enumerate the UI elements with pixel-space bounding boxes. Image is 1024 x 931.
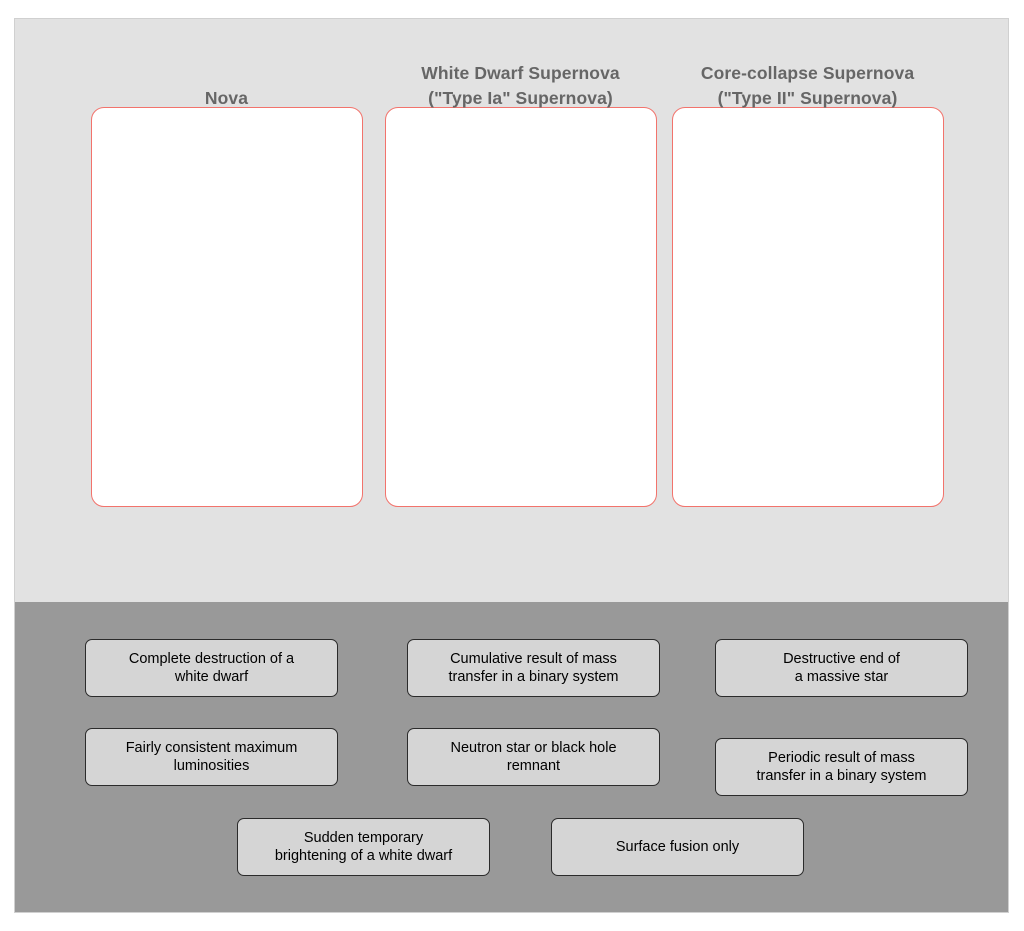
category-column-core-collapse-supernova: Core-collapse Supernova ("Type II" Super…	[672, 19, 944, 507]
answer-tile-fairly-consistent-maximum-luminosities[interactable]: Fairly consistent maximum luminosities	[85, 728, 338, 786]
drop-zone-nova[interactable]	[91, 107, 363, 507]
drop-zone-core-collapse-supernova[interactable]	[672, 107, 944, 507]
categories-panel: Nova White Dwarf Supernova ("Type Ia" Su…	[15, 19, 1008, 602]
answer-tile-neutron-star-or-black-hole-remnant[interactable]: Neutron star or black hole remnant	[407, 728, 660, 786]
category-title-white-dwarf-supernova: White Dwarf Supernova ("Type Ia" Superno…	[421, 63, 620, 108]
answer-tile-cumulative-result-of-mass-transfer[interactable]: Cumulative result of mass transfer in a …	[407, 639, 660, 697]
answer-tile-complete-destruction-of-a-white-dwarf[interactable]: Complete destruction of a white dwarf	[85, 639, 338, 697]
drop-zone-white-dwarf-supernova[interactable]	[385, 107, 657, 507]
category-title-core-collapse-supernova: Core-collapse Supernova ("Type II" Super…	[700, 63, 915, 108]
answer-bank: Complete destruction of a white dwarf Cum…	[15, 602, 1008, 912]
answer-tile-destructive-end-of-a-massive-star[interactable]: Destructive end of a massive star	[715, 639, 968, 697]
answer-tile-periodic-result-of-mass-transfer[interactable]: Periodic result of mass transfer in a bi…	[715, 738, 968, 796]
answer-tile-sudden-temporary-brightening-of-a-white-dwarf[interactable]: Sudden temporary brightening of a white …	[237, 818, 490, 876]
categorization-activity: Nova White Dwarf Supernova ("Type Ia" Su…	[14, 18, 1009, 913]
category-title-nova: Nova	[204, 88, 249, 108]
answer-tile-surface-fusion-only[interactable]: Surface fusion only	[551, 818, 804, 876]
category-column-white-dwarf-supernova: White Dwarf Supernova ("Type Ia" Superno…	[385, 19, 657, 507]
category-column-nova: Nova	[91, 19, 363, 507]
